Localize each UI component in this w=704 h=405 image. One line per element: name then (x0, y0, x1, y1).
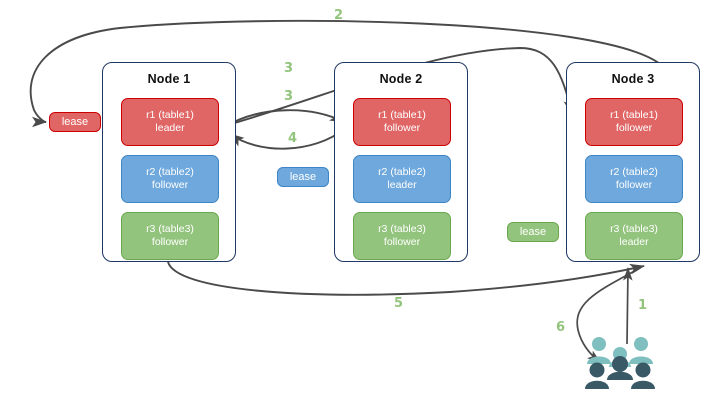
node-box-node3[interactable]: Node 3 r1 (table1) follower r2 (table2) … (566, 62, 700, 262)
node-box-node1[interactable]: Node 1 r1 (table1) leader r2 (table2) fo… (102, 62, 236, 262)
step-label-3a: 3 (284, 61, 294, 76)
edge-5-node1-to-node3 (167, 261, 646, 296)
step-label-3b: 3 (284, 89, 294, 104)
node-title-node3: Node 3 (611, 72, 655, 86)
replica-name: r3 (table3) (146, 223, 194, 235)
replica-node1-r1[interactable]: r1 (table1) leader (121, 98, 219, 146)
replica-name: r2 (table2) (146, 166, 194, 178)
replica-role: follower (151, 236, 189, 248)
replica-node2-r2[interactable]: r2 (table2) leader (353, 155, 451, 203)
lease-badge-r3[interactable]: lease (507, 222, 559, 242)
replica-node2-r3[interactable]: r3 (table3) follower (353, 212, 451, 260)
replica-role: leader (387, 179, 417, 191)
replica-role: follower (615, 122, 653, 134)
step-label-2: 2 (334, 8, 344, 23)
clients-group-icon (585, 337, 655, 389)
replica-node3-r3[interactable]: r3 (table3) leader (585, 212, 683, 260)
replica-role: leader (619, 236, 649, 248)
edge-3-node1-to-node2 (223, 109, 346, 128)
step-label-6: 6 (556, 320, 566, 335)
replica-role: follower (615, 179, 653, 191)
replica-name: r1 (table1) (378, 109, 426, 121)
step-label-5: 5 (394, 296, 404, 311)
replica-name: r2 (table2) (378, 166, 426, 178)
node-title-node2: Node 2 (379, 72, 423, 86)
step-label-4: 4 (288, 131, 298, 146)
replica-node3-r1[interactable]: r1 (table1) follower (585, 98, 683, 146)
replica-node1-r3[interactable]: r3 (table3) follower (121, 212, 219, 260)
replica-node2-r1[interactable]: r1 (table1) follower (353, 98, 451, 146)
replica-name: r3 (table3) (610, 223, 658, 235)
node-box-node2[interactable]: Node 2 r1 (table1) follower r2 (table2) … (334, 62, 468, 262)
replica-name: r2 (table2) (610, 166, 658, 178)
replica-node1-r2[interactable]: r2 (table2) follower (121, 155, 219, 203)
replica-role: follower (151, 179, 189, 191)
step-label-1: 1 (638, 298, 648, 313)
replica-name: r1 (table1) (610, 109, 658, 121)
replica-role: leader (155, 122, 185, 134)
lease-badge-r1[interactable]: lease (49, 112, 101, 132)
replica-name: r3 (table3) (378, 223, 426, 235)
replica-role: follower (383, 122, 421, 134)
replica-name: r1 (table1) (146, 109, 194, 121)
edge-1-clients-to-node3 (623, 266, 633, 345)
lease-badge-r2[interactable]: lease (277, 167, 329, 187)
replica-role: follower (383, 236, 421, 248)
node-title-node1: Node 1 (147, 72, 191, 86)
replica-node3-r2[interactable]: r2 (table2) follower (585, 155, 683, 203)
